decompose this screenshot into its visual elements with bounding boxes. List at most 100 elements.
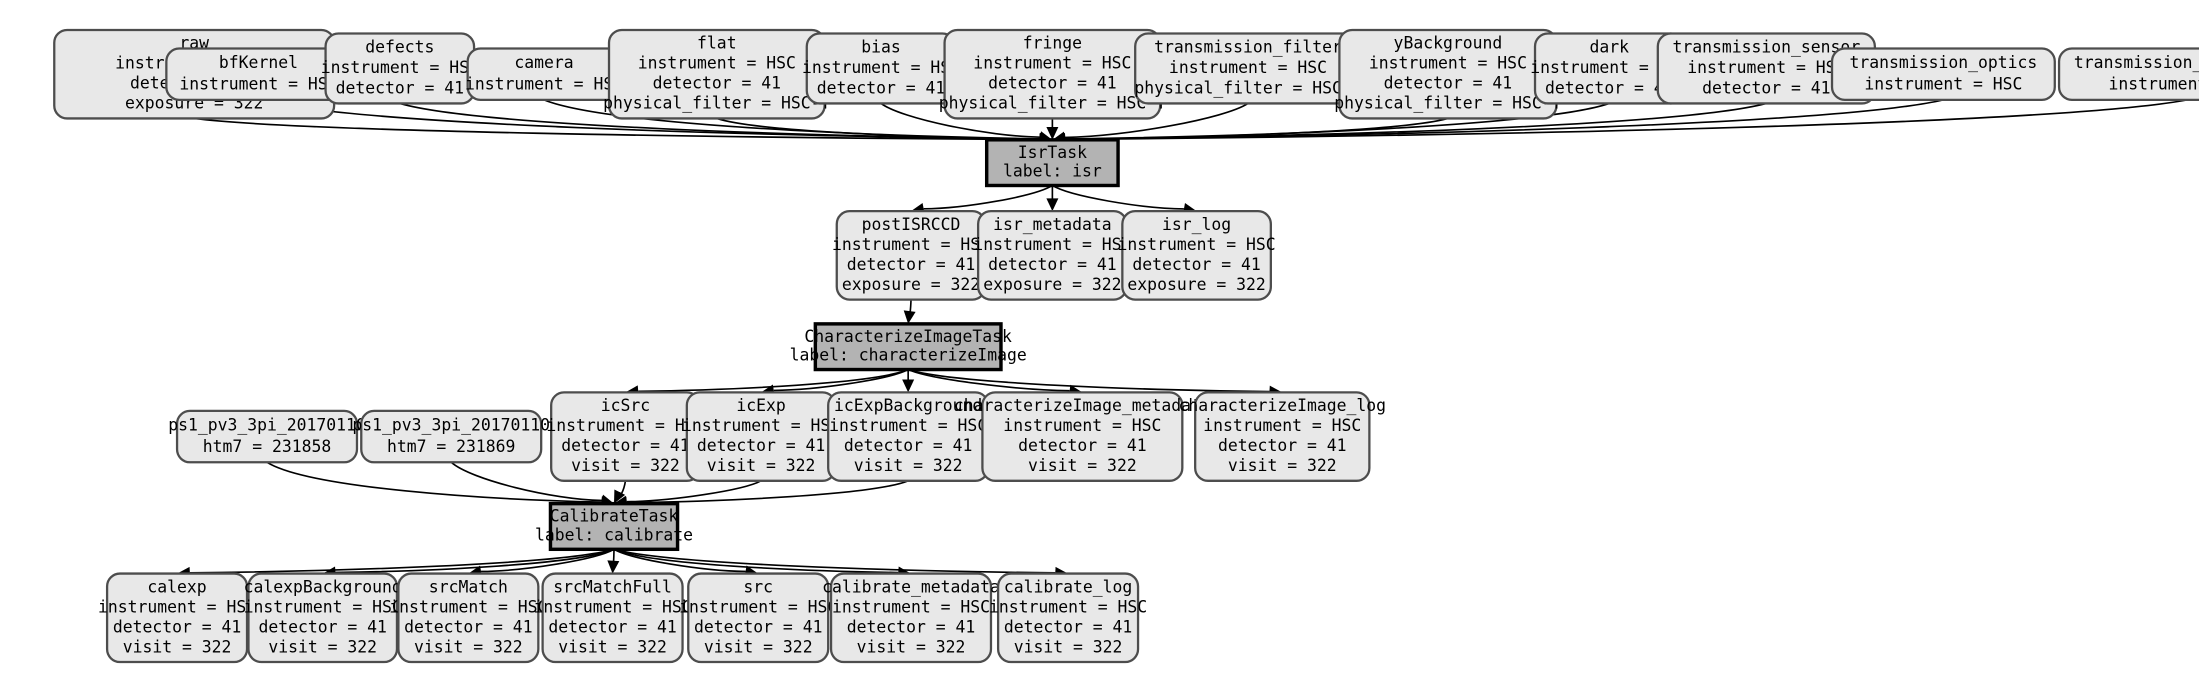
node-attribute: label: isr bbox=[1003, 161, 1102, 180]
node-attribute: instrument = HSC bbox=[2109, 74, 2199, 93]
node-attribute: physical_filter = HSC-Y bbox=[603, 94, 830, 113]
dataset-box bbox=[1194, 391, 1371, 482]
node-title: flat bbox=[697, 34, 737, 53]
node-title: srcMatchFull bbox=[553, 577, 672, 596]
node-attribute: detector = 41 bbox=[1004, 617, 1132, 636]
node-attribute: instrument = HSC bbox=[829, 416, 987, 435]
node-attribute: instrument = HSC bbox=[638, 54, 796, 73]
node-attribute: instrument = HSC bbox=[679, 597, 837, 616]
node-attribute: physical_filter = HSC-Y bbox=[1134, 78, 1361, 97]
node-attribute: instrument = HSC bbox=[1118, 235, 1276, 254]
node-attribute: instrument = HSC bbox=[321, 58, 479, 77]
dataset-node[interactable]: transmission_atmosphereinstrument = HSC bbox=[2057, 47, 2199, 102]
node-title: calibrate_metadata bbox=[822, 577, 1000, 596]
node-attribute: detector = 41 bbox=[1384, 74, 1512, 93]
node-attribute: instrument = HSC bbox=[973, 54, 1131, 73]
node-attribute: detector = 41 bbox=[1018, 436, 1146, 455]
node-attribute: instrument = HSC bbox=[1530, 58, 1688, 77]
dataset-box bbox=[981, 391, 1184, 482]
node-attribute: detector = 41 bbox=[697, 436, 825, 455]
node-title: src bbox=[743, 577, 773, 596]
node-attribute: htm7 = 231858 bbox=[203, 437, 331, 456]
node-attribute: visit = 322 bbox=[123, 637, 232, 656]
node-attribute: instrument = HSC bbox=[1369, 54, 1527, 73]
dataset-box bbox=[397, 572, 540, 664]
node-attribute: detector = 41 bbox=[548, 617, 676, 636]
dataset-node[interactable]: ps1_pv3_3pi_20170110 htm7 = 231858 bbox=[168, 409, 366, 464]
node-attribute: instrument = HSC bbox=[534, 597, 692, 616]
node-title: bias bbox=[861, 38, 901, 57]
node-attribute: detector = 41 bbox=[988, 255, 1116, 274]
graph-edge bbox=[907, 368, 1270, 393]
node-title: srcMatch bbox=[429, 577, 508, 596]
graph-edge bbox=[189, 548, 615, 574]
dataset-box bbox=[2057, 47, 2199, 102]
node-title: yBackground bbox=[1394, 34, 1503, 53]
dataset-box bbox=[829, 572, 993, 664]
graph-edge bbox=[923, 184, 1053, 210]
graph-edge bbox=[1065, 99, 2188, 141]
node-attribute: detector = 41 bbox=[988, 74, 1116, 93]
node-title: calibrate_log bbox=[1004, 577, 1132, 596]
edge-arrowhead bbox=[902, 379, 915, 393]
node-title: CharacterizeImageTask bbox=[804, 327, 1012, 346]
node-attribute: instrument = HSC bbox=[989, 597, 1147, 616]
node-attribute: instrument = HSC bbox=[802, 58, 960, 77]
node-attribute: instrument = HSC bbox=[973, 235, 1131, 254]
node-title: ps1_pv3_3pi_20170110 bbox=[352, 415, 550, 434]
graph-edge bbox=[613, 548, 1056, 574]
node-title: transmission_sensor bbox=[1672, 38, 1860, 57]
dataset-box bbox=[105, 572, 249, 664]
node-attribute: detector = 41 bbox=[1218, 436, 1346, 455]
dataset-box bbox=[687, 572, 830, 664]
node-title: characterizeImage_log bbox=[1179, 396, 1387, 415]
node-attribute: detector = 41 bbox=[844, 436, 972, 455]
node-attribute: htm7 = 231869 bbox=[387, 437, 515, 456]
node-attribute: detector = 41 bbox=[847, 617, 975, 636]
dataset-box bbox=[247, 572, 399, 664]
graph-edge bbox=[773, 368, 909, 392]
node-title: calexpBackground bbox=[244, 577, 402, 596]
node-attribute: instrument = HSC bbox=[1003, 416, 1161, 435]
node-title: bfKernel bbox=[219, 53, 298, 72]
node-title: transmission_filter bbox=[1154, 38, 1342, 57]
node-attribute: physical_filter = HSC-Y bbox=[939, 94, 1166, 113]
node-attribute: visit = 322 bbox=[1014, 637, 1123, 656]
node-attribute: visit = 322 bbox=[558, 637, 667, 656]
dataset-node[interactable]: ps1_pv3_3pi_20170110 htm7 = 231869 bbox=[352, 409, 550, 464]
graph-edge bbox=[194, 117, 1040, 141]
graph-edge bbox=[481, 548, 615, 573]
node-title: ps1_pv3_3pi_20170110 bbox=[168, 415, 366, 434]
graph-edge bbox=[613, 548, 899, 574]
